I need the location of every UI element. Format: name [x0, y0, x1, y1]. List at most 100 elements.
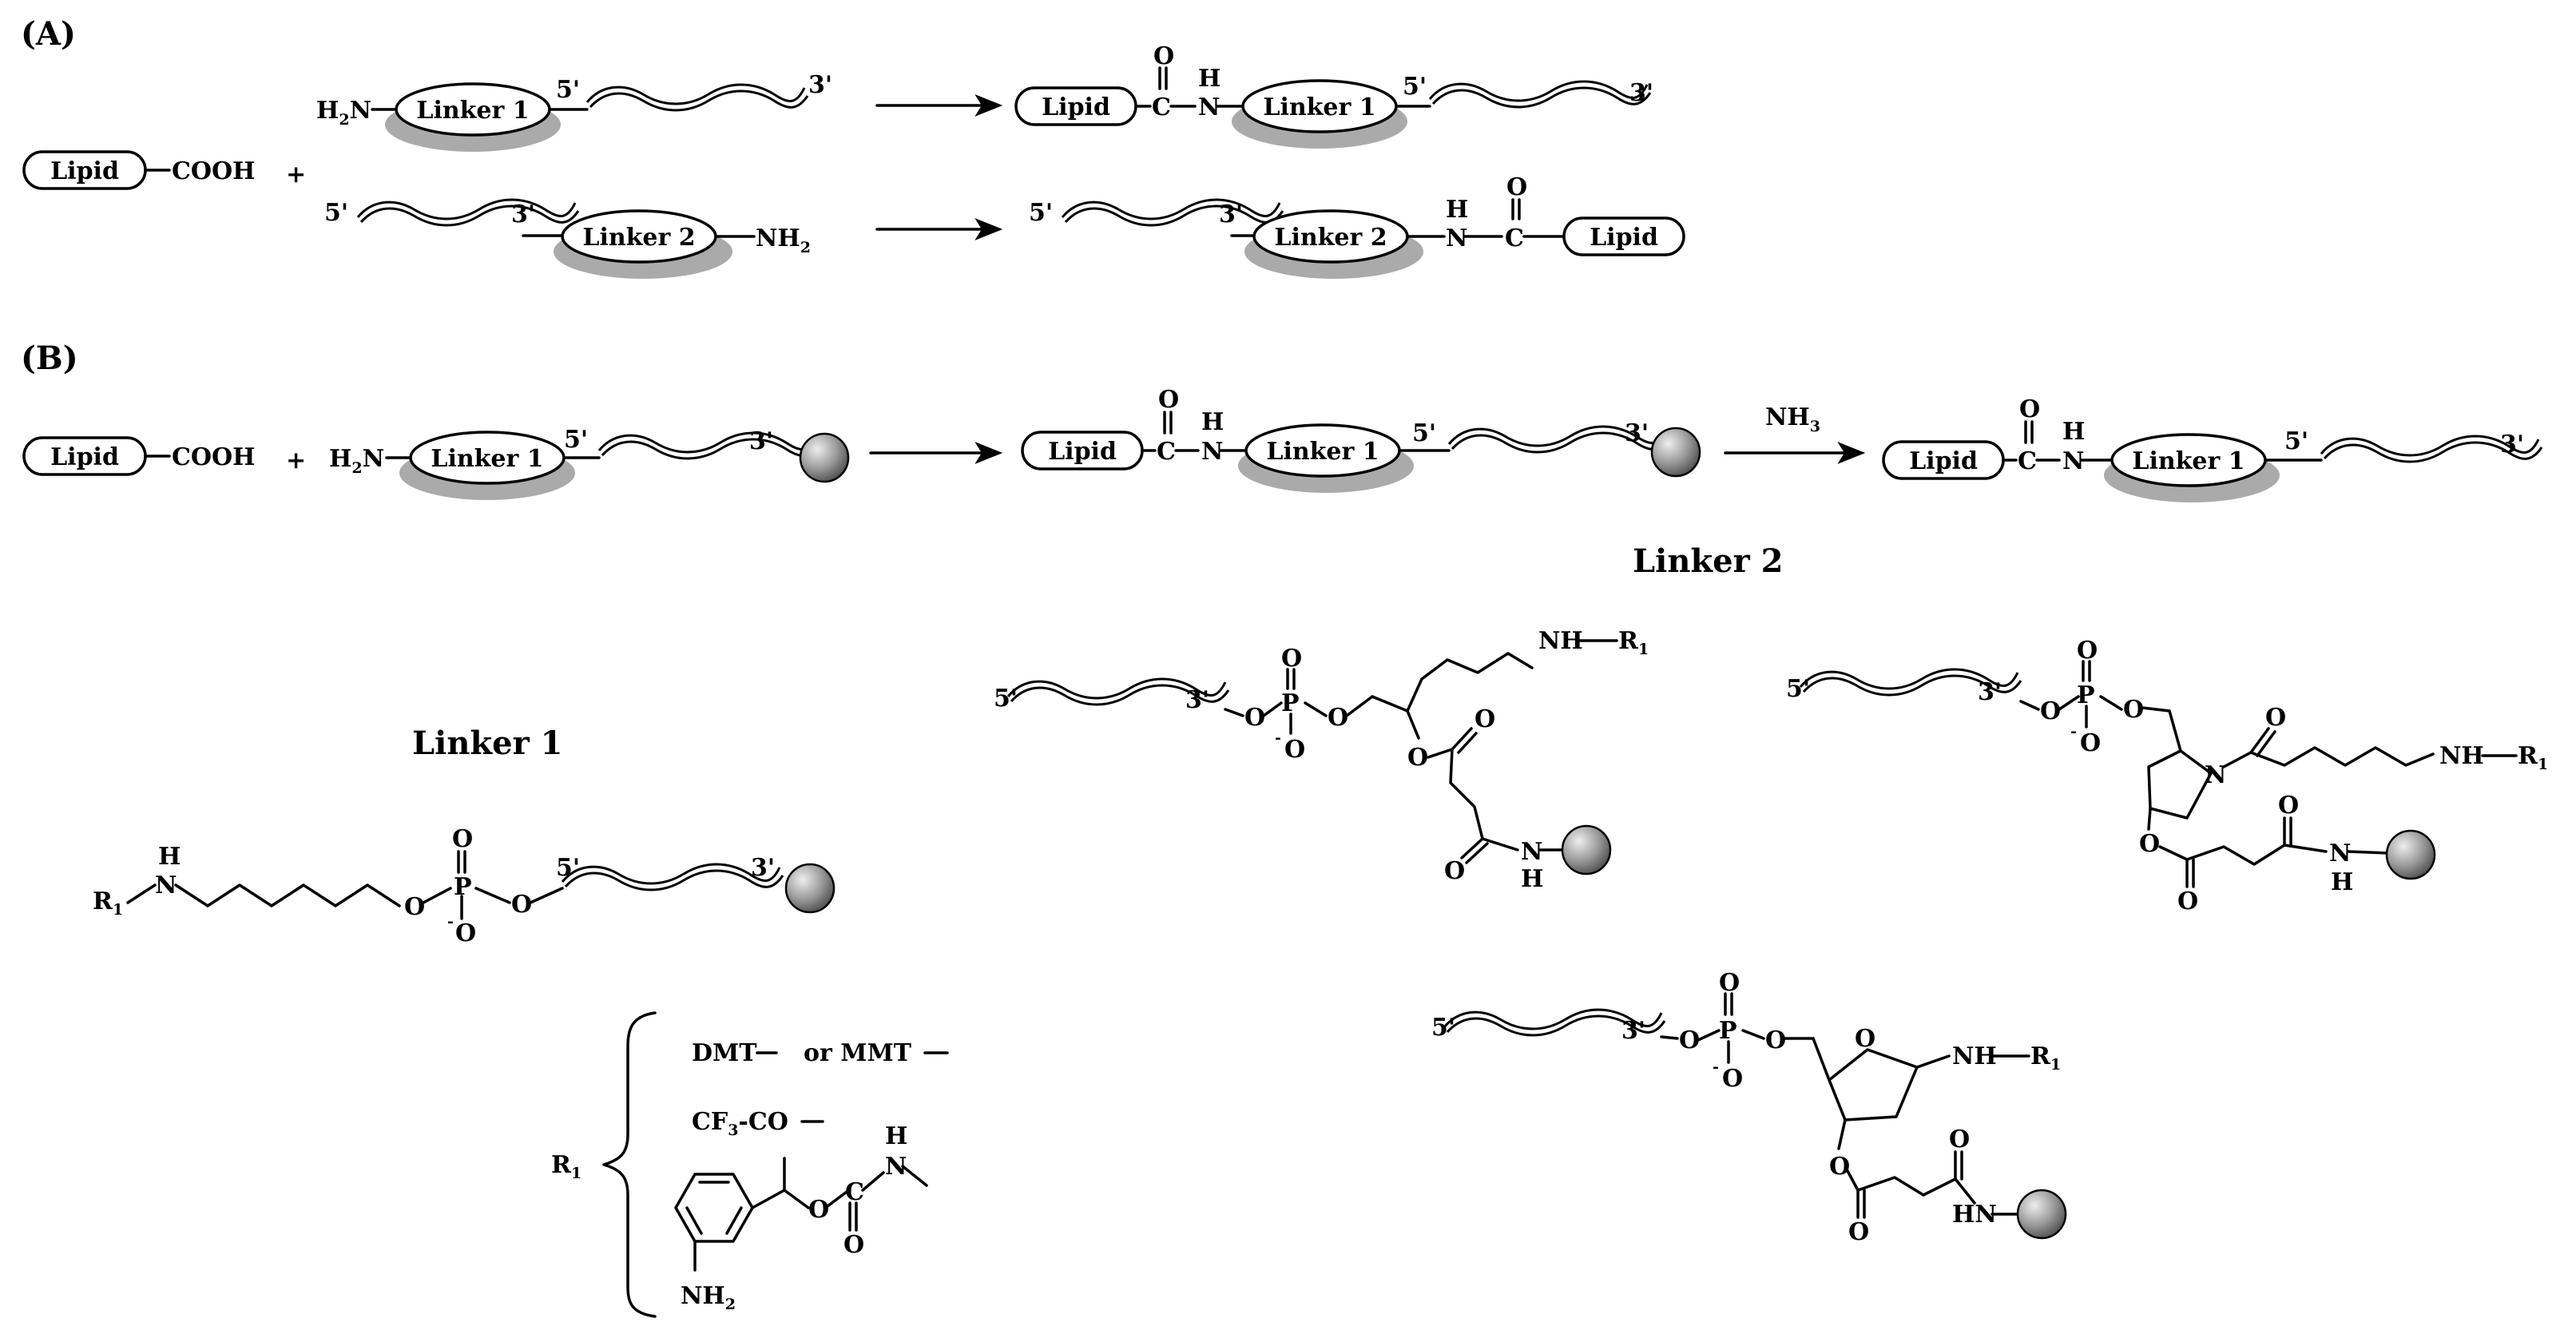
svg-text:C: C [1157, 438, 1176, 466]
svg-text:C: C [845, 1178, 864, 1206]
svg-text:3': 3' [1629, 79, 1653, 107]
panel-label-b: (B) [21, 339, 78, 377]
svg-text:O: O [1475, 705, 1495, 733]
svg-text:O: O [1244, 704, 1265, 732]
oligo-linker2-amine-a: 5' 3' Linker 2 NH2 [324, 198, 811, 279]
svg-text:-: - [1275, 729, 1281, 747]
svg-text:O: O [1158, 386, 1179, 414]
h2n-label: H2N [316, 97, 371, 129]
oligo-helix [585, 83, 809, 112]
svg-text:DMT: DMT [692, 1039, 757, 1067]
svg-text:H: H [885, 1122, 907, 1150]
svg-text:Linker 1: Linker 1 [2132, 447, 2245, 475]
svg-text:O: O [1153, 42, 1174, 70]
svg-text:H: H [1521, 865, 1543, 893]
svg-text:N: N [2062, 447, 2084, 475]
svg-text:5': 5' [2284, 427, 2308, 455]
svg-text:O: O [1855, 1025, 1875, 1053]
aniline-nh2: NH2 [681, 1282, 736, 1313]
three-prime-label: 3' [808, 71, 832, 99]
svg-text:O: O [1722, 1065, 1743, 1093]
svg-text:Lipid: Lipid [1909, 447, 1978, 475]
svg-text:O: O [1765, 1026, 1786, 1054]
h2n-label: H2N [329, 445, 384, 477]
svg-text:HN: HN [1952, 1201, 1997, 1229]
svg-text:Lipid: Lipid [1048, 438, 1117, 466]
svg-text:O: O [452, 825, 473, 853]
svg-text:O: O [1848, 1218, 1869, 1246]
svg-text:Lipid: Lipid [1590, 224, 1658, 252]
svg-text:C: C [1505, 224, 1524, 252]
svg-text:O: O [1679, 1026, 1700, 1054]
linker2-structure-acyclic: 5' 3' O P O O - O NH R1 O O O N H [994, 627, 1649, 893]
svg-text:R1: R1 [551, 1151, 581, 1182]
lipid-acid-b: Lipid COOH [22, 436, 256, 476]
svg-text:O: O [2019, 395, 2040, 423]
svg-text:N: N [2205, 761, 2226, 789]
panel-label-a: (A) [21, 15, 76, 53]
svg-text:3': 3' [1978, 678, 2002, 706]
svg-text:O: O [808, 1196, 829, 1224]
svg-text:5': 5' [1403, 73, 1427, 101]
svg-text:O: O [1719, 969, 1740, 997]
linker2-structure-pyrrolidine: 5' 3' O P O O - O N O NH R1 O O [1786, 637, 2548, 915]
svg-text:NH: NH [1538, 627, 1583, 655]
svg-text:5': 5' [564, 426, 588, 454]
svg-text:N: N [155, 871, 177, 899]
svg-text:Lipid: Lipid [1042, 93, 1110, 121]
svg-text:NH: NH [2439, 742, 2484, 770]
svg-text:H: H [1446, 196, 1468, 224]
svg-text:COOH: COOH [172, 443, 256, 471]
nh2-label: NH2 [756, 224, 811, 256]
svg-text:or MMT: or MMT [804, 1039, 912, 1067]
svg-text:R1: R1 [2518, 742, 2548, 773]
svg-text:P: P [1719, 1017, 1737, 1045]
svg-text:H: H [2062, 418, 2085, 446]
svg-text:Linker 1: Linker 1 [1266, 438, 1379, 466]
svg-text:O: O [2278, 792, 2299, 820]
svg-text:O: O [1444, 857, 1465, 885]
oligo-linker2-lipid-conjugate-a: 5' 3' Linker 2 N H C O Lipid [1029, 173, 1685, 279]
linker2-structure-deoxyribose: 5' 3' O P O O - O O NH R1 O O O HN [1431, 969, 2067, 1246]
svg-text:O: O [2139, 830, 2160, 858]
svg-text:O: O [2265, 704, 2286, 732]
svg-text:N: N [1198, 93, 1220, 121]
svg-text:3': 3' [1219, 200, 1243, 228]
svg-text:N: N [1446, 224, 1467, 252]
svg-text:-: - [1713, 1058, 1719, 1076]
linker1-structure: R1 N H O P O O - O 5' 3' [93, 825, 836, 947]
svg-text:3': 3' [1185, 686, 1209, 714]
svg-text:Linker 2: Linker 2 [1274, 224, 1387, 252]
svg-text:3': 3' [749, 427, 773, 455]
svg-text:N: N [1201, 438, 1223, 466]
lipid-linker1-conjugate-a: Lipid C O N H Linker 1 5' 3' [1014, 42, 1653, 149]
svg-text:O: O [404, 893, 425, 921]
svg-text:CF3-CO: CF3-CO [692, 1108, 788, 1139]
svg-text:H: H [1198, 65, 1221, 93]
svg-text:Lipid: Lipid [50, 443, 119, 471]
svg-text:N: N [1521, 838, 1542, 866]
svg-text:O: O [1284, 736, 1305, 764]
solid-support-bead [799, 432, 850, 483]
linker2-label: Linker 2 [582, 224, 695, 252]
svg-text:O: O [1506, 173, 1527, 201]
svg-text:O: O [2077, 637, 2098, 665]
svg-text:P: P [1281, 689, 1300, 717]
lipid-linker1-oligo-bead-b: Lipid C O N H Linker 1 5' 3' [1021, 386, 1701, 493]
cooh-label: COOH [172, 157, 256, 185]
svg-text:-: - [2070, 723, 2077, 740]
svg-text:O: O [1281, 645, 1302, 673]
svg-text:H: H [1201, 408, 1224, 436]
svg-text:-: - [447, 913, 454, 931]
lipid-label: Lipid [50, 157, 119, 185]
svg-text:3': 3' [1625, 419, 1649, 447]
svg-text:3': 3' [1621, 1017, 1645, 1045]
svg-text:H: H [158, 843, 181, 871]
plus-sign-a: + [286, 161, 306, 189]
svg-text:C: C [1152, 93, 1171, 121]
svg-text:N: N [2329, 840, 2351, 867]
svg-text:R1: R1 [93, 887, 123, 919]
svg-text:3': 3' [751, 854, 775, 882]
svg-text:R1: R1 [2030, 1042, 2061, 1074]
